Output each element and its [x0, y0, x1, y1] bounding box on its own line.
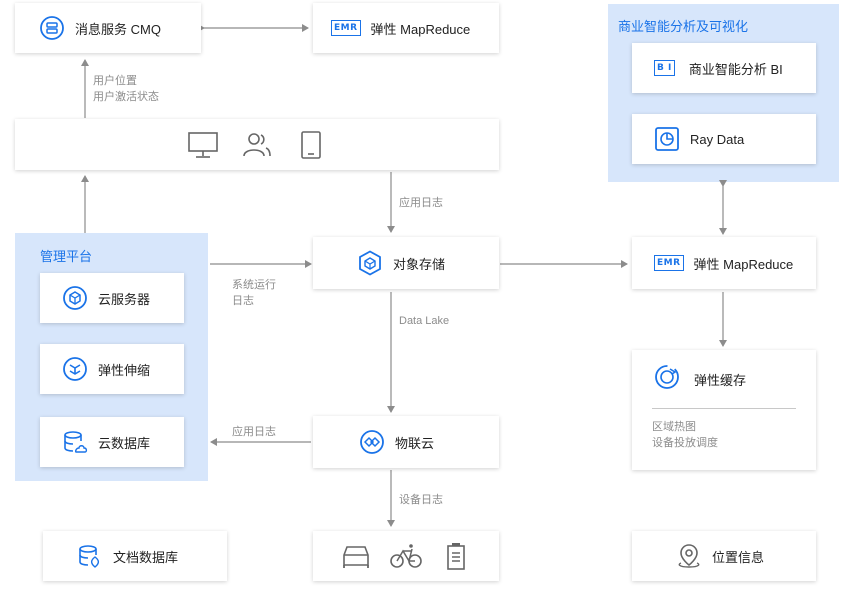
car-icon [343, 546, 369, 568]
ray-data-icon [655, 127, 679, 151]
management-platform-title: 管理平台 [40, 249, 93, 264]
iot-things-card[interactable] [313, 531, 499, 581]
emr-icon: EMR [331, 20, 361, 36]
cmq-label: 消息服务 CMQ [75, 21, 161, 37]
cloud-database-card[interactable]: 云数据库 [40, 417, 184, 467]
iot-cloud-icon [360, 430, 384, 454]
edge-label-user-activation: 用户激活状态 [93, 91, 159, 103]
auto-scaling-label: 弹性伸缩 [98, 362, 151, 378]
cache-note-heatmap: 区域热图 [652, 421, 696, 433]
cloud-database-icon [64, 431, 88, 453]
document-database-icon [79, 545, 100, 568]
ray-data-label: Ray Data [690, 131, 745, 147]
elastic-cache-divider [652, 408, 796, 409]
edge-label-system-log-2: 日志 [232, 295, 254, 307]
auto-scaling-icon [63, 357, 87, 381]
edge-label-system-log-1: 系统运行 [232, 279, 276, 291]
terminal-devices-card[interactable] [15, 119, 499, 170]
document-database-label: 文档数据库 [113, 549, 179, 565]
tablet-icon [301, 130, 321, 159]
edge-label-data-lake: Data Lake [399, 315, 450, 327]
edge-label-device-log: 设备日志 [399, 494, 443, 506]
edge-label-system-log: 系统运行 日志 [232, 277, 276, 309]
ray-data-card[interactable]: Ray Data [632, 114, 816, 164]
edge-label-user-position: 用户位置 [93, 75, 137, 87]
location-info-card[interactable]: 位置信息 [632, 531, 816, 581]
elastic-cache-card[interactable]: 弹性缓存 区域热图 设备投放调度 [632, 350, 816, 470]
users-icon [243, 132, 271, 156]
auto-scaling-card[interactable]: 弹性伸缩 [40, 344, 184, 394]
bi-panel-title: 商业智能分析及可视化 [618, 19, 749, 34]
object-storage-card[interactable]: 对象存储 [313, 237, 499, 289]
cloud-server-label: 云服务器 [98, 291, 151, 307]
emr-top-label: 弹性 MapReduce [370, 21, 471, 37]
edge-label-user-info: 用户位置 用户激活状态 [93, 73, 159, 105]
object-storage-icon [359, 250, 381, 276]
cmq-card[interactable]: 消息服务 CMQ [15, 3, 201, 53]
message-queue-icon [40, 16, 64, 40]
location-info-label: 位置信息 [712, 549, 765, 565]
edge-label-app-log-1: 应用日志 [399, 197, 443, 209]
bi-card[interactable]: B I 商业智能分析 BI [632, 43, 816, 93]
elastic-cache-label: 弹性缓存 [694, 373, 747, 388]
location-pin-icon [678, 544, 700, 568]
document-database-card[interactable]: 文档数据库 [43, 531, 227, 581]
bi-label: 商业智能分析 BI [688, 61, 783, 77]
emr-right-icon: EMR [654, 255, 684, 271]
elastic-cache-icon [655, 365, 679, 389]
emr-right-card[interactable]: EMR 弹性 MapReduce [632, 237, 816, 289]
cloud-database-label: 云数据库 [98, 435, 151, 451]
emr-right-label: 弹性 MapReduce [693, 256, 794, 272]
cloud-server-card[interactable]: 云服务器 [40, 273, 184, 323]
cloud-server-icon [63, 286, 87, 310]
emr-top-card[interactable]: EMR 弹性 MapReduce [313, 3, 499, 53]
edge-label-app-log-2: 应用日志 [232, 426, 276, 438]
object-storage-label: 对象存储 [393, 256, 446, 272]
elastic-cache-notes: 区域热图 设备投放调度 [652, 419, 718, 451]
bicycle-icon [390, 544, 422, 568]
iot-cloud-label: 物联云 [395, 435, 435, 451]
cache-note-scheduling: 设备投放调度 [652, 437, 718, 449]
bi-icon: B I [654, 60, 675, 76]
power-bank-icon [447, 543, 465, 570]
iot-cloud-card[interactable]: 物联云 [313, 416, 499, 468]
desktop-monitor-icon [188, 131, 218, 158]
